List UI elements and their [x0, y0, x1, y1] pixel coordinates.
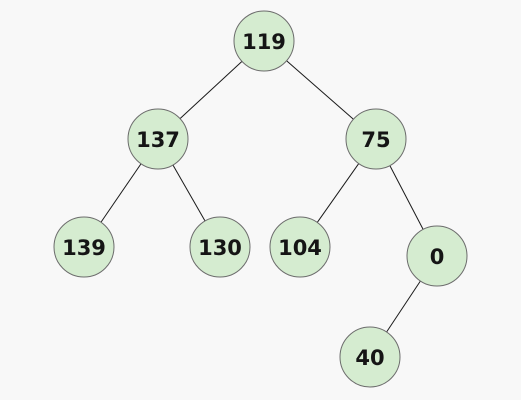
tree-node-circle — [269, 216, 331, 278]
edges-layer — [100, 60, 424, 333]
nodes-layer: 119 137 75 139 130 104 0 40 — [53, 10, 468, 388]
tree-node-119: 119 — [233, 10, 295, 72]
tree-node-label: 104 — [278, 236, 322, 260]
tree-node-label: 137 — [136, 128, 180, 152]
tree-edge-0-40 — [386, 280, 421, 333]
tree-node-circle — [345, 108, 407, 170]
tree-node-137: 137 — [127, 108, 189, 170]
tree-edge-137-139 — [100, 163, 142, 223]
tree-node-40: 40 — [339, 326, 401, 388]
tree-edge-137-130 — [172, 164, 206, 222]
tree-edge-75-104 — [316, 163, 360, 223]
tree-edge-119-137 — [179, 60, 243, 120]
tree-edge-75-0 — [389, 165, 424, 230]
tree-node-circle — [127, 108, 189, 170]
tree-node-label: 130 — [198, 236, 242, 260]
tree-node-label: 75 — [361, 128, 390, 152]
tree-node-label: 139 — [62, 236, 106, 260]
tree-node-circle — [406, 225, 468, 287]
tree-node-circle — [233, 10, 295, 72]
tree-node-circle — [53, 216, 115, 278]
tree-node-139: 139 — [53, 216, 115, 278]
tree-node-0: 0 — [406, 225, 468, 287]
tree-edge-119-75 — [286, 60, 354, 120]
tree-node-104: 104 — [269, 216, 331, 278]
tree-node-75: 75 — [345, 108, 407, 170]
tree-node-circle — [339, 326, 401, 388]
tree-node-label: 119 — [242, 30, 286, 54]
tree-node-130: 130 — [189, 216, 251, 278]
tree-node-label: 0 — [430, 245, 445, 269]
tree-node-circle — [189, 216, 251, 278]
tree-node-label: 40 — [355, 346, 384, 370]
